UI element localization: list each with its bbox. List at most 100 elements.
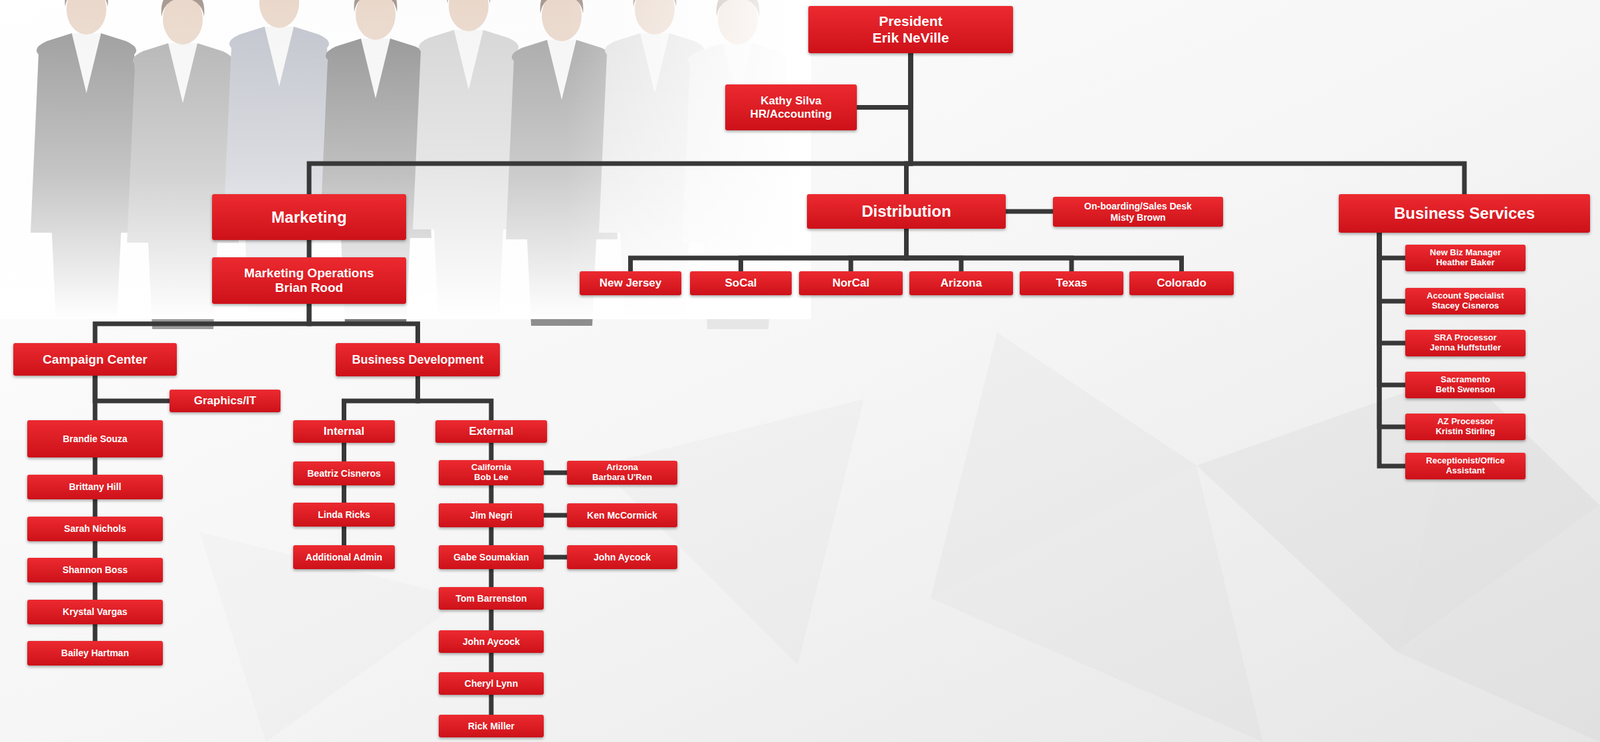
connector-line [1379, 232, 1406, 427]
box-label: Rick Miller [467, 720, 515, 732]
org-box: Bailey Hartman [27, 640, 163, 666]
box-label: Bailey Hartman [61, 647, 129, 659]
org-box: Business Services [1338, 194, 1591, 233]
box-label: Erik NeVille [872, 29, 949, 46]
connector-line [489, 652, 494, 673]
connector-line [1379, 232, 1406, 302]
box-label: Business Services [1393, 204, 1535, 223]
box-label: Sarah Nichols [63, 523, 126, 534]
org-box: SacramentoBeth Swenson [1405, 371, 1526, 399]
org-box: Linda Ricks [293, 502, 395, 527]
connector-line [93, 624, 98, 641]
org-box: Receptionist/Office Assistant [1405, 452, 1526, 480]
box-label: Brittany Hill [69, 481, 122, 492]
connector-line [418, 376, 492, 421]
org-box: Rick Miller [438, 714, 544, 738]
org-box: ArizonaBarbara U'Ren [567, 460, 678, 485]
org-box: New Jersey [579, 271, 682, 296]
box-label: New Jersey [599, 276, 663, 290]
org-box: Business Development [335, 342, 500, 377]
box-label: Shannon Boss [62, 564, 128, 575]
connector-line [906, 228, 1182, 272]
connector-line [856, 53, 911, 108]
connector-line [341, 485, 347, 503]
photo-fade [0, 0, 811, 320]
connector-line [489, 609, 494, 631]
box-label: Ken McCormick [586, 509, 658, 521]
box-label: Linda Ricks [317, 509, 371, 520]
box-label: Internal [323, 424, 365, 439]
box-label: Barbara U'Ren [592, 472, 653, 483]
org-box: Tom Barrenston [438, 586, 544, 610]
org-box: SRA ProcessorJenna Huffstutler [1405, 329, 1526, 357]
box-label: AZ Processor [1437, 416, 1494, 427]
box-label: Kristin Stirling [1435, 426, 1496, 437]
box-label: Arizona [606, 462, 639, 473]
connector-line [910, 53, 1465, 195]
org-box: Cheryl Lynn [438, 672, 544, 695]
connector-line [543, 555, 568, 560]
org-box: SoCal [689, 271, 792, 296]
box-label: Misty Brown [1110, 212, 1166, 223]
org-box: Shannon Boss [27, 557, 163, 583]
org-box: John Aycock [567, 545, 678, 570]
pattern-triangle [930, 465, 1263, 742]
connector-line [741, 228, 907, 272]
connector-line [93, 541, 98, 558]
connector-line [1379, 232, 1406, 343]
box-label: Kathy Silva [760, 94, 822, 108]
connector-line [489, 569, 494, 587]
pattern-triangle [598, 398, 865, 665]
org-box: Marketing OperationsBrian Rood [212, 257, 407, 304]
org-box: External [435, 420, 548, 443]
connector-line [1005, 209, 1053, 215]
connector-line [1379, 232, 1406, 466]
box-label: California [471, 462, 512, 473]
connector-line [307, 239, 312, 258]
connector-line [489, 442, 494, 460]
connector-line [906, 228, 962, 272]
box-label: Jim Negri [469, 509, 513, 521]
box-label: Jenna Huffstutler [1429, 342, 1501, 353]
box-label: President [878, 13, 943, 30]
org-box: On-boarding/Sales DeskMisty Brown [1052, 196, 1224, 227]
box-label: HR/Accounting [750, 107, 833, 121]
org-box: Brandie Souza [27, 420, 163, 458]
org-box: Brittany Hill [27, 474, 163, 500]
box-label: Stacey Cisneros [1431, 301, 1499, 312]
org-box: Colorado [1129, 271, 1234, 296]
connector-line [850, 228, 907, 272]
org-box: New Biz ManagerHeather Baker [1405, 244, 1526, 272]
connector-line [309, 53, 911, 195]
box-label: Sacramento [1440, 374, 1490, 385]
box-label: Beth Swenson [1435, 384, 1496, 395]
box-label: Gabe Soumakian [453, 551, 530, 563]
box-label: Business Development [351, 352, 484, 367]
org-box: Marketing [212, 194, 407, 240]
connector-line [93, 582, 98, 600]
box-label: SRA Processor [1433, 333, 1497, 343]
box-label: Additional Admin [305, 551, 383, 563]
connector-line [489, 485, 494, 504]
org-box: Krystal Vargas [27, 599, 163, 625]
box-label: New Biz Manager [1429, 247, 1501, 258]
connector-line [543, 513, 568, 518]
box-label: Cheryl Lynn [464, 678, 518, 689]
box-label: Tom Barrenston [455, 592, 527, 604]
connector-line [95, 303, 310, 343]
org-box: PresidentErik NeVille [808, 5, 1014, 54]
box-label: Arizona [940, 276, 982, 290]
box-label: Brandie Souza [62, 433, 127, 445]
photo-fade [565, 0, 811, 320]
connector-line [93, 499, 98, 517]
box-label: Campaign Center [42, 352, 147, 367]
connector-line [93, 457, 98, 475]
org-box: Campaign Center [13, 342, 177, 376]
box-label: Account Specialist [1426, 291, 1504, 302]
connector-line [489, 527, 494, 546]
connector-line [93, 375, 98, 421]
connector-line [1379, 232, 1406, 385]
connector-line [906, 228, 1073, 272]
box-label: NorCal [832, 276, 870, 290]
box-label: John Aycock [462, 636, 520, 647]
